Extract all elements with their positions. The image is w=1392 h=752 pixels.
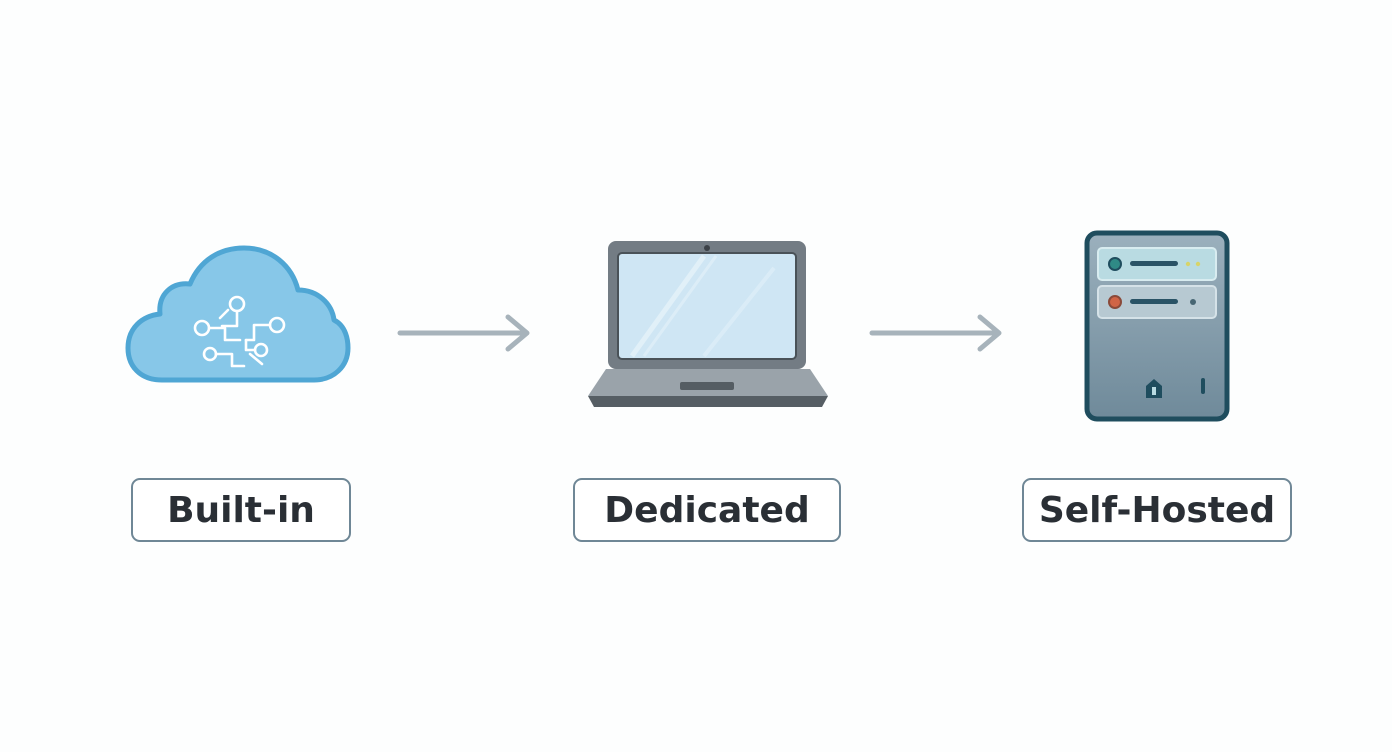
arrow-right-icon (397, 314, 530, 352)
stage-label-built-in: Built-in (131, 478, 351, 542)
cloud-network-icon (125, 245, 351, 383)
stage-label-dedicated: Dedicated (573, 478, 841, 542)
server-icon (1084, 230, 1230, 422)
stage-label-text: Self-Hosted (1038, 489, 1276, 531)
arrow-right-icon (869, 314, 1002, 352)
stage-label-text: Built-in (167, 489, 315, 531)
stage-label-self-hosted: Self-Hosted (1022, 478, 1292, 542)
stage-label-text: Dedicated (604, 489, 810, 531)
laptop-icon (588, 241, 828, 407)
